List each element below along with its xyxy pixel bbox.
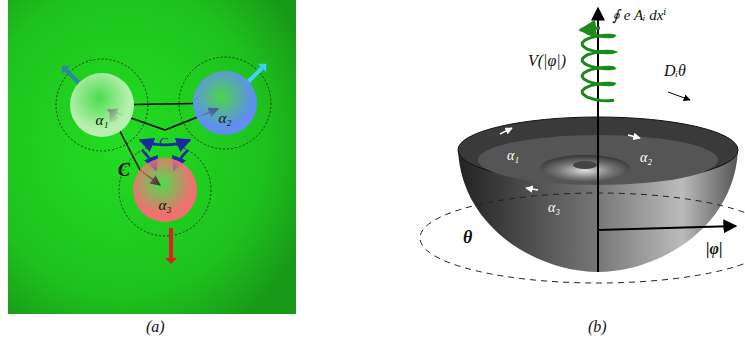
region-label: α₃ — [133, 197, 197, 214]
label: |φ| — [706, 240, 722, 258]
label: α₂ — [640, 150, 652, 166]
label: (b) — [588, 318, 607, 336]
label: ∮ e Aᵢ dxⁱ — [612, 6, 666, 24]
label: (a) — [146, 318, 165, 336]
connector — [134, 103, 193, 105]
label: α₃ — [548, 200, 560, 216]
region-label: α₁ — [70, 112, 134, 129]
label: θ — [463, 227, 472, 248]
region-circle: α₃ — [133, 158, 197, 222]
region-circle: α₁ — [70, 73, 134, 137]
region-circle: α₂ — [193, 71, 257, 135]
label: V(|φ|) — [528, 52, 566, 70]
label: α₁ — [507, 148, 519, 164]
label: C — [159, 134, 168, 150]
label: Dᵢθ — [664, 62, 686, 80]
region-label: α₂ — [193, 110, 257, 127]
label: C — [118, 160, 130, 181]
